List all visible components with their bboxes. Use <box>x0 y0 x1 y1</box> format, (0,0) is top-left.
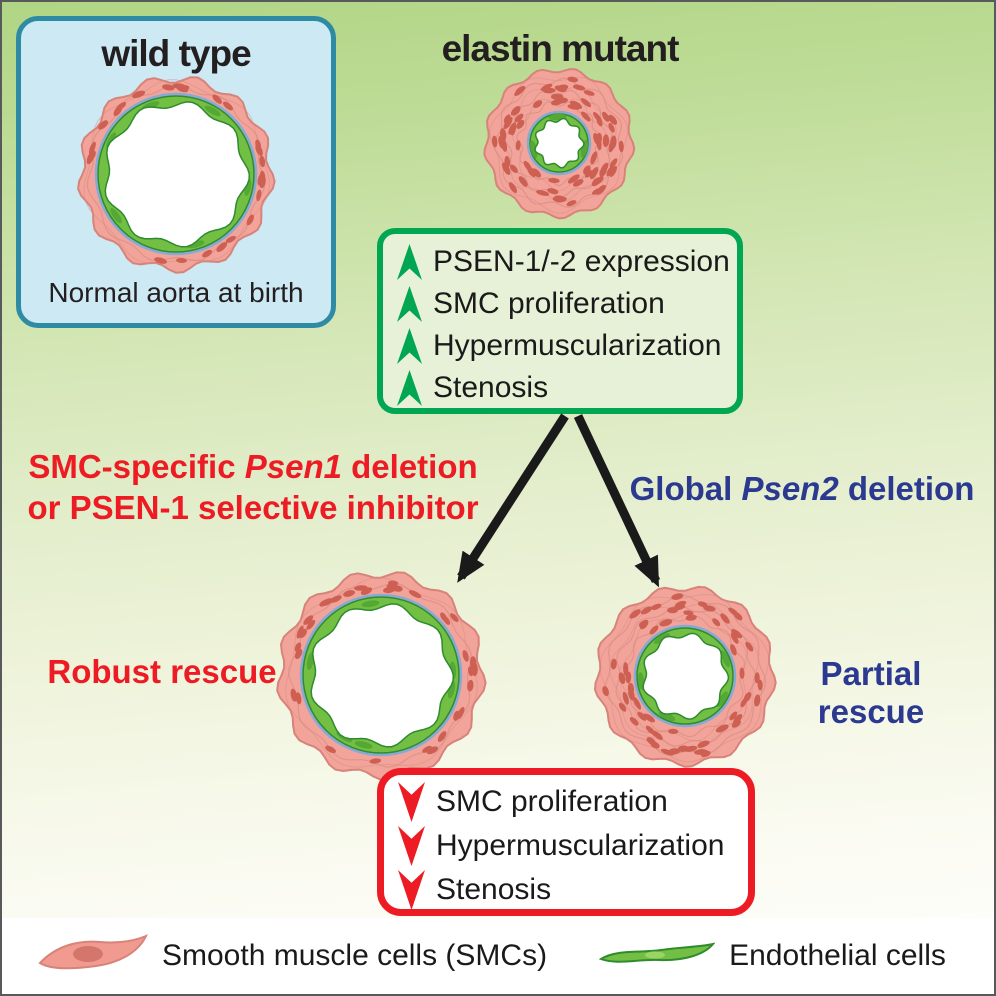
elastin-mutant-title: elastin mutant <box>441 28 680 69</box>
wild-type-panel: wild type Normal aorta at birth <box>16 16 336 328</box>
downregulation-item: SMC proliferation <box>398 780 748 824</box>
elastin-mutant-aorta-figure <box>474 58 644 228</box>
downregulation-label: SMC proliferation <box>436 785 668 818</box>
arrow-to-robust-rescue <box>457 413 569 583</box>
robust-rescue-label: Robust rescue <box>47 653 277 690</box>
partial-rescue-aorta-figure <box>583 574 787 778</box>
upregulation-item: Hypermuscularization <box>397 325 737 367</box>
upregulation-box: PSEN-1/-2 expression SMC proliferation H… <box>377 228 743 414</box>
upregulation-label: PSEN-1/-2 expression <box>433 245 730 278</box>
downregulation-label: Hypermuscularization <box>436 829 725 862</box>
psen2-gene-name: Psen2 <box>741 470 839 507</box>
wild-type-caption: Normal aorta at birth <box>48 277 304 308</box>
upregulation-label: Stenosis <box>433 371 549 404</box>
endothelial-cell-icon <box>599 942 716 963</box>
legend-bar: Smooth muscle cells (SMCs) Endothelial c… <box>2 918 994 994</box>
partial-rescue-label: Partial rescue <box>817 655 925 730</box>
wild-type-title: wild type <box>101 33 251 74</box>
left-branch-label: SMC-specific Psen1 deletion or PSEN-1 se… <box>20 446 486 528</box>
psen1-gene-name: Psen1 <box>244 448 342 485</box>
upregulation-label: SMC proliferation <box>433 287 665 320</box>
robust-rescue-aorta-figure <box>269 563 493 787</box>
downregulation-box: SMC proliferation Hypermuscularization S… <box>377 768 755 916</box>
downregulation-item: Stenosis <box>398 868 748 912</box>
decrease-arrow-icon <box>398 826 425 866</box>
upregulation-label: Hypermuscularization <box>433 329 722 362</box>
upregulation-item: PSEN-1/-2 expression <box>397 241 737 283</box>
upregulation-item: Stenosis <box>397 367 737 409</box>
ec-legend-label: Endothelial cells <box>729 939 946 972</box>
left-branch-text: deletion <box>341 448 478 485</box>
decrease-arrow-icon <box>398 870 425 910</box>
arrow-to-partial-rescue <box>573 414 661 588</box>
wild-type-aorta-figure <box>70 68 282 280</box>
right-branch-text: deletion <box>838 470 975 507</box>
downregulation-item: Hypermuscularization <box>398 824 748 868</box>
downregulation-label: Stenosis <box>436 873 552 906</box>
left-branch-text: SMC-specific <box>28 448 245 485</box>
right-branch-label: Global Psen2 deletion <box>624 470 980 508</box>
decrease-arrow-icon <box>398 782 425 822</box>
left-branch-text-line2: or PSEN-1 selective inhibitor <box>27 489 479 526</box>
smc-legend-label: Smooth muscle cells (SMCs) <box>162 939 548 972</box>
right-branch-text: Global <box>629 470 742 507</box>
smc-cell-icon <box>38 934 148 970</box>
upregulation-item: SMC proliferation <box>397 283 737 325</box>
